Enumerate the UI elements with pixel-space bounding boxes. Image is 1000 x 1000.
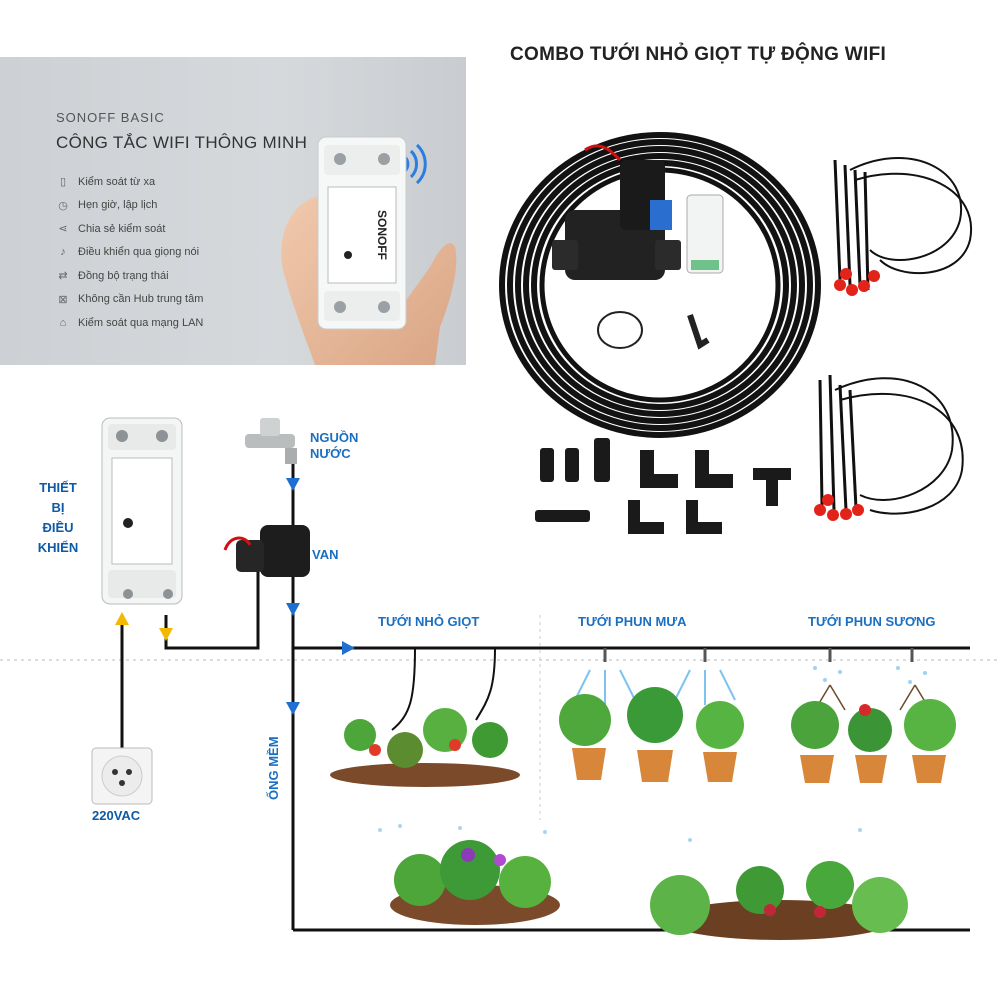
power-socket-icon xyxy=(91,747,153,805)
water-source-label: NGUỒN NƯỚC xyxy=(310,430,359,461)
svg-text:SONOFF: SONOFF xyxy=(375,210,389,260)
arrow-up-icon xyxy=(115,612,129,625)
feature-item: ⊠Không cần Hub trung tâm xyxy=(56,288,203,312)
controller-box xyxy=(686,194,724,274)
method-drip-label: TƯỚI NHỎ GIỌT xyxy=(378,614,480,629)
faucet-icon xyxy=(245,418,297,464)
irrigation-diagram xyxy=(0,417,1000,940)
hose-coil xyxy=(499,132,821,438)
lan-icon: ⌂ xyxy=(59,316,67,329)
valve-icon xyxy=(223,525,310,577)
hub-icon: ⊠ xyxy=(58,293,68,306)
arrow-down-icon xyxy=(286,603,300,616)
controller-label: THIẾT BỊ ĐIỀU KHIỂN xyxy=(37,480,79,555)
method-rain-label: TƯỚI PHUN MƯA xyxy=(578,614,687,629)
arrow-down-icon xyxy=(159,628,173,641)
feature-item: ⌂Kiểm soát qua mạng LAN xyxy=(56,311,204,335)
method-mist-label: TƯỚI PHUN SƯƠNG xyxy=(808,614,936,629)
arrow-down-icon xyxy=(286,478,300,491)
hose-clamp xyxy=(687,314,710,350)
rain-spray-illustration xyxy=(559,648,744,782)
banner-headline: CÔNG TẮC WIFI THÔNG MINH xyxy=(56,133,308,152)
hose-label: ỐNG MỀM xyxy=(266,736,281,800)
feature-item: ⋖Chia sẻ kiểm soát xyxy=(56,217,203,241)
fittings-set xyxy=(535,438,791,534)
drip-garden-illustration xyxy=(330,708,520,787)
share-icon: ⋖ xyxy=(58,223,68,236)
lower-garden-illustration xyxy=(378,824,908,940)
arrow-down-icon xyxy=(286,702,300,715)
combo-title: COMBO TƯỚI NHỎ GIỌT TỰ ĐỘNG WIFI xyxy=(510,44,887,65)
product-kit-photo xyxy=(499,132,973,534)
feature-list: ▯Kiểm soát từ xa ◷Hẹn giờ, lập lịch ⋖Chi… xyxy=(56,170,203,335)
wifi-icon xyxy=(403,143,427,185)
cable-tie xyxy=(597,311,643,349)
feature-item: ◷Hẹn giờ, lập lịch xyxy=(56,194,203,218)
feature-item: ▯Kiểm soát từ xa xyxy=(56,170,203,194)
valve-label: VAN xyxy=(312,547,339,562)
banner-brand: SONOFF BASIC xyxy=(56,110,165,125)
feature-item: ⇄Đồng bộ trạng thái xyxy=(56,264,203,288)
arrow-right-icon xyxy=(342,641,355,655)
dripper-bundle-bottom xyxy=(814,374,964,521)
mist-spray-illustration xyxy=(791,648,956,783)
hand-holding-device: SONOFF xyxy=(281,136,457,365)
controller-device xyxy=(101,417,183,605)
power-label: 220VAC xyxy=(92,808,141,823)
feature-item: ♪Điều khiển qua giọng nói xyxy=(56,241,203,265)
microphone-icon: ♪ xyxy=(60,246,66,259)
solenoid-valve xyxy=(552,144,681,280)
dripper-bundle-top xyxy=(833,157,973,296)
remote-icon: ▯ xyxy=(59,176,67,189)
sonoff-banner: SONOFF BASIC CÔNG TẮC WIFI THÔNG MINH ▯K… xyxy=(0,57,466,365)
sync-icon: ⇄ xyxy=(58,270,68,283)
sonoff-device: SONOFF xyxy=(317,136,407,330)
clock-icon: ◷ xyxy=(58,199,68,212)
